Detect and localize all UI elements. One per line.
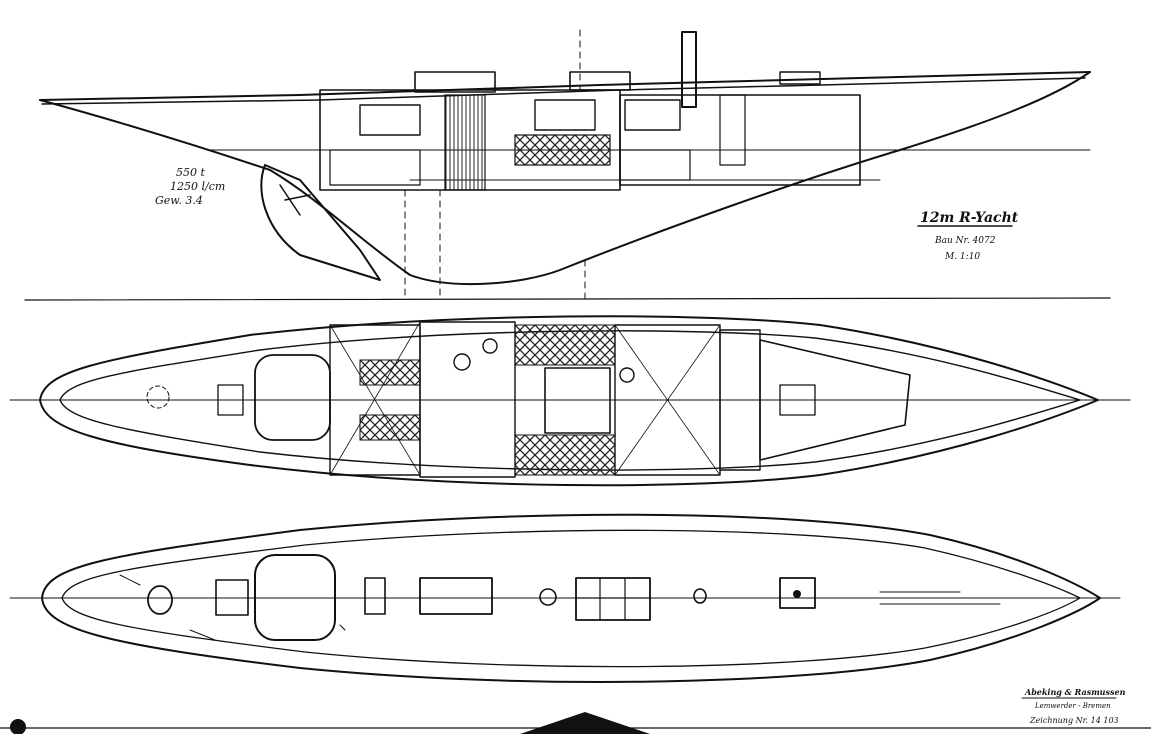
annotation-weight: Gew. 3.4 bbox=[155, 194, 203, 207]
interior-plan-view bbox=[9, 315, 1131, 487]
maker-stamp: Abeking & Rasmussen Lemwerder - Bremen Z… bbox=[1021, 687, 1126, 725]
bottom-bow-wedge bbox=[520, 712, 650, 734]
mast-step bbox=[793, 590, 801, 598]
title-block: 12m R-Yacht Bau Nr. 4072 M. 1:10 bbox=[917, 210, 1019, 262]
hull-profile-outline bbox=[39, 71, 1091, 286]
drawing-subtitle-2: M. 1:10 bbox=[944, 252, 980, 262]
profile-annotations: 550 t 1250 l/cm Gew. 3.4 bbox=[155, 166, 225, 207]
forehatch-deck bbox=[779, 577, 816, 609]
cabin-partition-2 bbox=[419, 321, 516, 478]
saloon-crosshatch-main-port bbox=[514, 434, 616, 476]
deck-vent-2 bbox=[693, 588, 707, 604]
saloon-skylight-panes bbox=[575, 577, 651, 621]
rudder-outline bbox=[260, 164, 381, 281]
saloon-table bbox=[544, 367, 611, 434]
hull-sheer-line bbox=[39, 71, 1091, 101]
saloon-crosshatch-main bbox=[514, 324, 616, 366]
side-window-2 bbox=[534, 99, 596, 131]
cockpit-well bbox=[254, 354, 331, 441]
side-window-3 bbox=[624, 99, 681, 131]
drawing-subtitle-1: Bau Nr. 4072 bbox=[934, 236, 996, 246]
annotation-displacement: 550 t bbox=[176, 166, 205, 179]
saloon-crosshatch-aft-port bbox=[359, 414, 421, 441]
main-skylight bbox=[419, 577, 493, 615]
skylight-top bbox=[569, 71, 631, 91]
maker-name: Abeking & Rasmussen bbox=[1024, 687, 1126, 697]
side-profile-view bbox=[39, 29, 1091, 301]
mast bbox=[681, 31, 697, 108]
annotation-tonnage: 1250 l/cm bbox=[170, 180, 225, 193]
locker-row bbox=[329, 149, 421, 186]
companionway-hatching bbox=[444, 94, 486, 191]
aft-skylight bbox=[215, 579, 249, 616]
bottom-edge-marks bbox=[0, 712, 1151, 734]
interior-diagonals bbox=[329, 321, 721, 476]
deck-plan-view bbox=[9, 513, 1121, 683]
fore-bunk bbox=[719, 94, 746, 166]
aft-hatch-oval bbox=[147, 585, 173, 615]
wc-bowl bbox=[453, 353, 471, 371]
aft-compass bbox=[146, 385, 170, 409]
waterline bbox=[209, 149, 1091, 181]
sheet-number: Zeichnung Nr. 14 103 bbox=[1029, 716, 1119, 725]
saloon-skylight bbox=[575, 577, 651, 621]
deck-vent-1 bbox=[539, 588, 557, 606]
bunk-block bbox=[619, 149, 691, 181]
aft-hatch bbox=[217, 384, 244, 416]
forepeak-outline bbox=[759, 339, 911, 461]
forehatch bbox=[779, 384, 816, 416]
forward-cabin-block bbox=[619, 94, 861, 186]
deck-fittings bbox=[119, 574, 1001, 641]
deck-cockpit bbox=[254, 554, 336, 641]
galley-stove bbox=[619, 367, 635, 383]
rudder-stock bbox=[279, 184, 311, 216]
corner-blot bbox=[10, 719, 26, 734]
view-separator bbox=[24, 297, 1111, 301]
basin bbox=[482, 338, 498, 354]
winch-pad bbox=[364, 577, 386, 615]
drawing-title: 12m R-Yacht bbox=[920, 210, 1019, 226]
side-window-1 bbox=[359, 104, 421, 136]
cabin-top bbox=[414, 71, 496, 93]
maker-location: Lemwerder - Bremen bbox=[1034, 702, 1111, 710]
hatch-top bbox=[779, 71, 821, 85]
